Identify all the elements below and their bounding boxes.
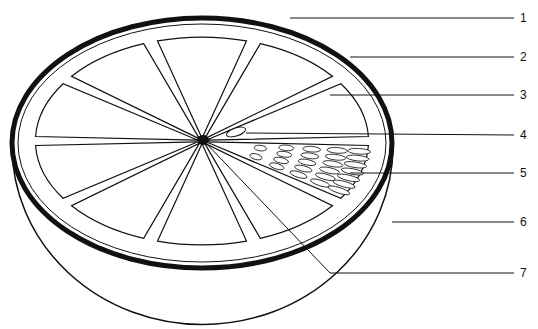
juice-sac (269, 161, 285, 171)
juice-sac (303, 146, 321, 153)
leader-line (392, 222, 514, 223)
orange-segments (36, 37, 371, 245)
callout-number: 1 (519, 11, 528, 25)
callout-number: 4 (519, 128, 528, 142)
juice-sac (327, 184, 350, 196)
callout-number: 7 (519, 266, 528, 280)
orange-rind (12, 18, 392, 268)
juice-sac (254, 145, 267, 152)
leader-line (246, 133, 514, 135)
juice-sac (346, 154, 369, 162)
leader-line (290, 18, 514, 19)
juice-sac (301, 152, 319, 160)
leader-line (350, 57, 514, 58)
orange-seed (225, 125, 246, 139)
orange-pith (18, 24, 386, 262)
juice-sac (289, 169, 308, 180)
juice-sac (249, 152, 262, 161)
juice-sac (348, 148, 371, 155)
callout-number: 5 (519, 166, 528, 180)
juice-sac (279, 145, 294, 152)
juice-sac (310, 177, 331, 189)
leader-line (203, 140, 514, 273)
juice-sac (325, 153, 346, 161)
leader-lines (203, 18, 514, 273)
callout-number: 2 (519, 50, 528, 64)
juice-sac (327, 147, 348, 154)
callout-number: 6 (519, 215, 528, 229)
callout-number: 3 (519, 88, 528, 102)
orange-segment (206, 84, 368, 141)
leader-line (330, 95, 514, 96)
orange-segment (36, 142, 198, 199)
leader-line (350, 173, 514, 174)
